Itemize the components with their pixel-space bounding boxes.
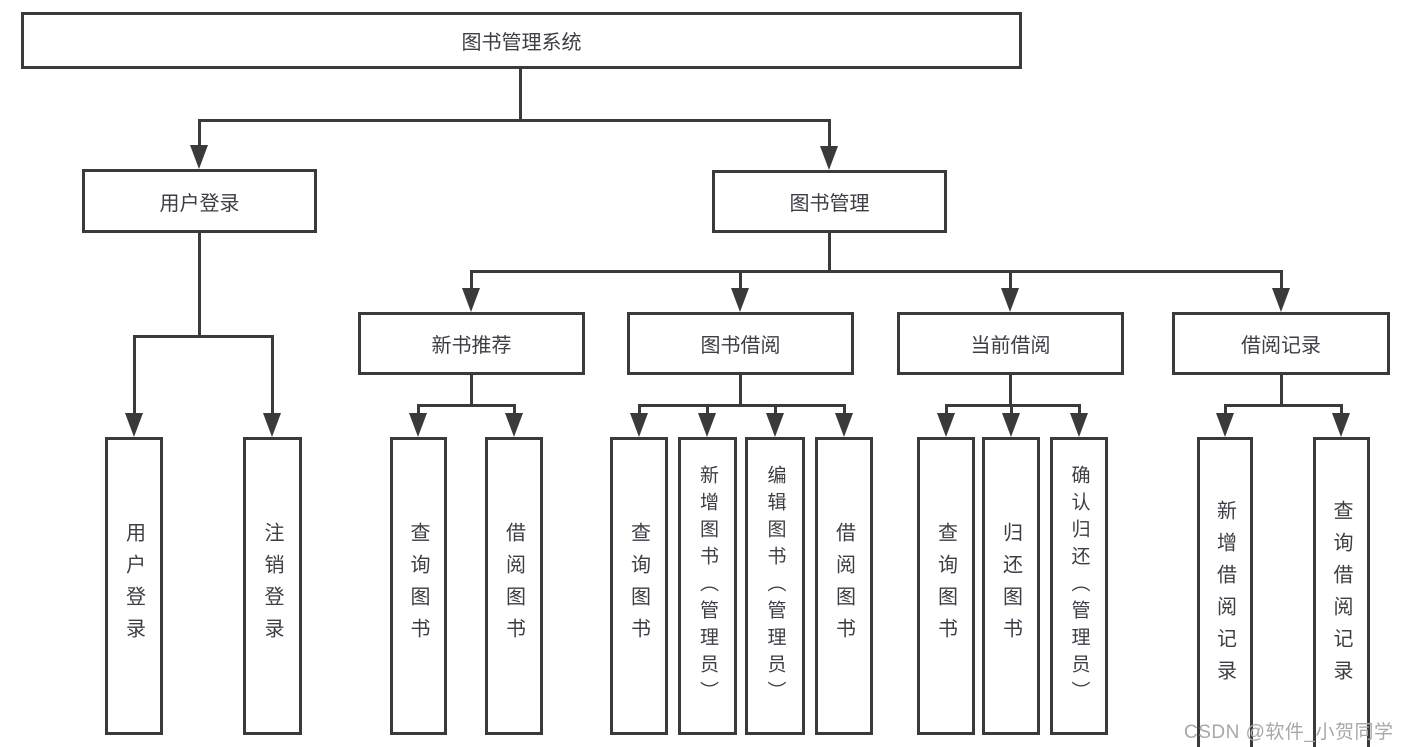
node-label: 编辑图书（管理员） [764,464,786,708]
leaf-edit-book-admin: 编辑图书（管理员） [745,437,805,735]
node-new-book-recommendation: 新书推荐 [358,312,585,375]
arrow-down-icon [190,145,208,169]
connector-vline [1280,270,1283,290]
connector-vline [470,375,473,407]
arrow-down-icon [1332,413,1350,437]
leaf-confirm-return-admin: 确认归还（管理员） [1050,437,1108,735]
connector-vline [1078,404,1081,415]
connector-hline [470,270,1282,273]
leaf-return-book: 归还图书 [982,437,1040,735]
node-label: 借阅图书 [832,522,855,650]
connector-vline [945,404,948,415]
connector-vline [519,69,522,122]
node-label: 图书管理 [789,193,870,215]
arrow-down-icon [937,413,955,437]
connector-hline [198,119,831,122]
connector-vline [638,404,641,415]
connector-vline [739,270,742,290]
node-label: 借阅记录 [1241,335,1321,357]
node-label: 用户登录 [159,192,240,215]
arrow-down-icon [835,413,853,437]
leaf-user-login: 用户登录 [105,437,163,735]
connector-vline [133,335,136,415]
arrow-down-icon [409,413,427,437]
node-label: 用户登录 [122,522,145,650]
leaf-add-borrow-record: 新增借阅记录 [1197,437,1253,747]
node-label: 当前借阅 [970,335,1051,357]
arrow-down-icon [698,413,716,437]
leaf-borrow-books-borrowing: 借阅图书 [815,437,873,735]
arrow-down-icon [1002,413,1020,437]
connector-vline [1009,270,1012,290]
leaf-search-books-current: 查询图书 [917,437,975,735]
node-label: 归还图书 [999,522,1022,650]
arrow-down-icon [820,146,838,170]
node-label: 查询图书 [407,522,429,650]
connector-vline [513,404,516,415]
connector-hline [638,404,845,407]
node-label: 新增图书（管理员） [697,464,718,708]
connector-hline [133,335,274,338]
arrow-down-icon [1001,288,1019,312]
leaf-add-book-admin: 新增图书（管理员） [678,437,737,735]
node-label: 查询借阅记录 [1330,500,1352,692]
connector-vline [271,335,274,415]
leaf-search-borrow-record: 查询借阅记录 [1313,437,1370,747]
node-current-borrowing: 当前借阅 [897,312,1124,375]
node-label: 图书管理系统 [461,32,582,54]
connector-vline [1009,375,1012,407]
connector-vline [417,404,420,415]
node-book-borrowing: 图书借阅 [627,312,854,375]
connector-vline [739,375,742,407]
connector-vline [828,233,831,273]
arrow-down-icon [263,413,281,437]
connector-vline [198,119,201,147]
node-book-management: 图书管理 [712,170,947,233]
arrow-down-icon [1216,413,1234,437]
watermark: CSDN @软件_小贺同学 [1184,722,1394,743]
arrow-down-icon [731,288,749,312]
connector-vline [1224,404,1227,415]
node-label: 查询图书 [627,522,650,650]
node-label: 借阅图书 [502,522,525,650]
node-label: 确认归还（管理员） [1068,464,1090,708]
connector-hline [1224,404,1342,407]
leaf-logout: 注销登录 [243,437,302,735]
connector-vline [470,270,473,290]
connector-vline [843,404,846,415]
node-root-library-management-system: 图书管理系统 [21,12,1022,69]
arrow-down-icon [1272,288,1290,312]
connector-vline [1010,404,1013,415]
connector-vline [828,119,831,148]
connector-vline [198,233,201,338]
node-label: 新增借阅记录 [1213,500,1236,692]
connector-vline [706,404,709,415]
arrow-down-icon [630,413,648,437]
node-label: 查询图书 [934,522,957,650]
arrow-down-icon [766,413,784,437]
arrow-down-icon [505,413,523,437]
leaf-search-books-recommend: 查询图书 [390,437,447,735]
leaf-search-books-borrowing: 查询图书 [610,437,668,735]
leaf-borrow-books-recommend: 借阅图书 [485,437,543,735]
node-user-login-branch: 用户登录 [82,169,317,233]
connector-vline [774,404,777,415]
connector-hline [417,404,516,407]
arrow-down-icon [1070,413,1088,437]
node-borrowing-records: 借阅记录 [1172,312,1390,375]
node-label: 注销登录 [261,522,283,650]
arrow-down-icon [125,413,143,437]
node-label: 新书推荐 [431,335,512,357]
connector-vline [1280,375,1283,407]
connector-vline [1340,404,1343,415]
node-label: 图书借阅 [700,335,781,357]
arrow-down-icon [462,288,480,312]
